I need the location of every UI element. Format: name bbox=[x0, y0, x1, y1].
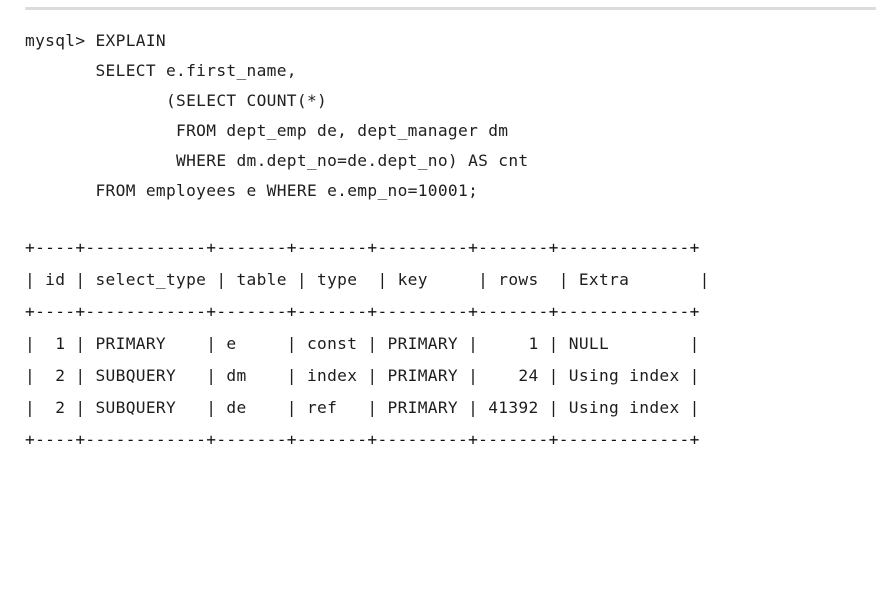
output-gap bbox=[25, 206, 876, 232]
query-line-6: FROM employees e WHERE e.emp_no=10001; bbox=[25, 181, 479, 200]
table-row: | 1 | PRIMARY | e | const | PRIMARY | 1 … bbox=[25, 334, 700, 353]
query-line-5: WHERE dm.dept_no=de.dept_no) AS cnt bbox=[25, 151, 529, 170]
query-line-4: FROM dept_emp de, dept_manager dm bbox=[25, 121, 509, 140]
table-border-header: +----+------------+-------+-------+-----… bbox=[25, 302, 700, 321]
console-output: mysql> EXPLAIN SELECT e.first_name, (SEL… bbox=[25, 26, 876, 456]
query-line-2: SELECT e.first_name, bbox=[25, 61, 297, 80]
result-table: +----+------------+-------+-------+-----… bbox=[25, 232, 876, 456]
query-line-1: mysql> EXPLAIN bbox=[25, 31, 166, 50]
table-border-top: +----+------------+-------+-------+-----… bbox=[25, 238, 700, 257]
query-block: mysql> EXPLAIN SELECT e.first_name, (SEL… bbox=[25, 26, 876, 206]
table-header-row: | id | select_type | table | type | key … bbox=[25, 270, 710, 289]
table-border-bottom: +----+------------+-------+-------+-----… bbox=[25, 430, 700, 449]
query-line-3: (SELECT COUNT(*) bbox=[25, 91, 328, 110]
table-row: | 2 | SUBQUERY | de | ref | PRIMARY | 41… bbox=[25, 398, 700, 417]
table-row: | 2 | SUBQUERY | dm | index | PRIMARY | … bbox=[25, 366, 700, 385]
top-divider bbox=[25, 7, 876, 10]
